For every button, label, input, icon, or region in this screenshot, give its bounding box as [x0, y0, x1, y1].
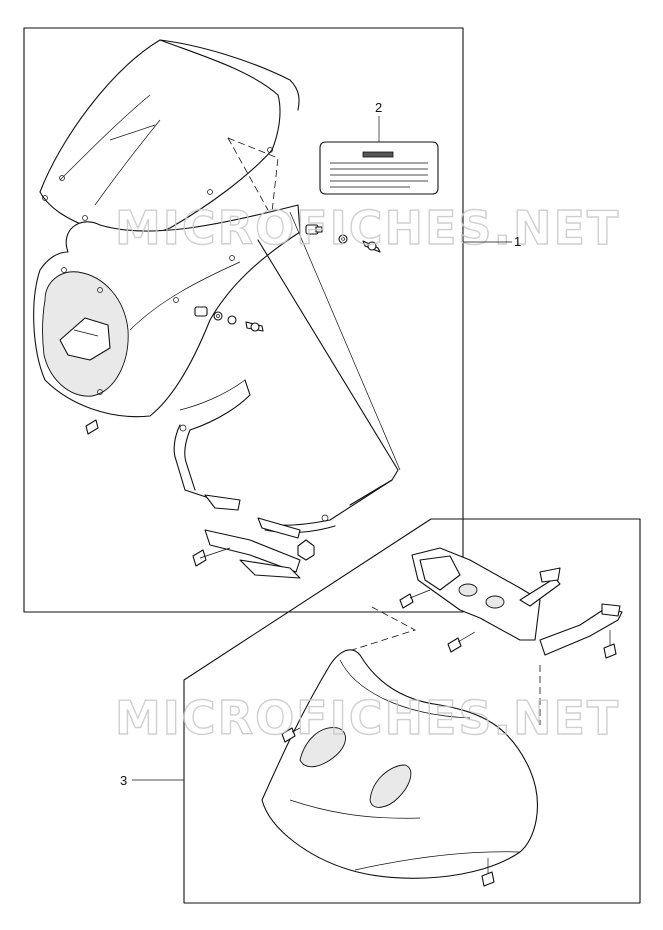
lower-bracket — [192, 529, 315, 579]
upper-cowl — [33, 204, 301, 418]
cowl-stay — [173, 379, 393, 539]
inner-panel — [257, 239, 399, 506]
under-cowl-bottom-bolt — [481, 871, 495, 887]
callout-2: 2 — [375, 100, 382, 115]
under-cowl-assembly-frame — [183, 518, 641, 904]
lower-bolt — [85, 419, 99, 435]
bracket-bolts — [399, 589, 617, 659]
watermark-upper: MICROFICHES.NET — [115, 201, 620, 255]
callout-3: 3 — [120, 773, 127, 788]
cowl-screw-set-lower — [194, 306, 264, 332]
callout-1: 1 — [514, 234, 521, 249]
under-cowl — [261, 649, 538, 879]
cowl-screw-set — [305, 224, 381, 253]
watermark-lower: MICROFICHES.NET — [115, 691, 620, 745]
under-cowl-screw — [281, 727, 296, 743]
locating-line-windscreen — [227, 137, 279, 213]
under-cowl-bracket — [411, 547, 623, 656]
emblem-plate — [319, 141, 439, 195]
cowling-assembly-frame — [23, 27, 464, 613]
locating-line-under-cowl — [351, 606, 417, 651]
